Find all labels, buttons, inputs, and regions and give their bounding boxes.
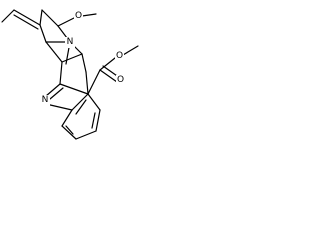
- atom-n-indolenine: N: [42, 95, 49, 105]
- atom-n-bridgehead: N: [67, 37, 74, 47]
- chemical-structure-diagram: N O O O N: [1, 9, 139, 140]
- bond-ring-left: [39, 24, 47, 43]
- bond-benzo-3: [75, 130, 97, 140]
- bond-benzo-inner-a: [91, 112, 96, 129]
- bond-benzo-5: [61, 109, 73, 127]
- bond-benzo-inner-c: [75, 99, 87, 115]
- atom-labels: N O O O N: [40, 11, 125, 106]
- bond-c-n-indole-double-a: [45, 83, 61, 97]
- bond-benzo-inner-b: [65, 125, 74, 135]
- bond-quaternary-ester: [87, 69, 101, 95]
- bond-ethylidene-double-a: [13, 9, 41, 26]
- bond-ester-o-single: [99, 57, 116, 71]
- molecule-canvas: N O O O N: [0, 0, 150, 150]
- bond-ethylidene-double-b: [13, 14, 39, 30]
- bond-c-o-ether: [57, 17, 75, 27]
- bond-ethylidene-methyl: [1, 9, 15, 23]
- bond-cage-4: [85, 71, 89, 95]
- atom-o-carbonyl: O: [117, 75, 124, 85]
- bond-cage-5: [59, 61, 63, 85]
- bond-cage-2: [61, 53, 83, 63]
- bond-alkene-ring: [39, 9, 43, 26]
- bond-cage-3: [81, 53, 87, 73]
- bond-c-n-indole-double-b: [49, 87, 64, 100]
- bond-c-quaternary: [59, 83, 89, 95]
- atom-o-ester: O: [116, 51, 123, 61]
- bond-o-methyl: [81, 13, 97, 17]
- atom-o-methoxy: O: [75, 11, 82, 21]
- bond-n-benzo: [45, 103, 73, 111]
- bond-ester-methyl: [122, 45, 139, 56]
- bond-cage-1: [45, 41, 63, 63]
- bond-benzo-1: [87, 93, 101, 111]
- bond-benzo-6: [71, 93, 89, 111]
- bonds: [1, 9, 139, 140]
- bond-ester-carbonyl-a: [99, 69, 118, 83]
- bond-ring-top: [41, 9, 59, 27]
- bond-benzo-2: [95, 109, 101, 132]
- bond-benzo-4: [61, 125, 77, 140]
